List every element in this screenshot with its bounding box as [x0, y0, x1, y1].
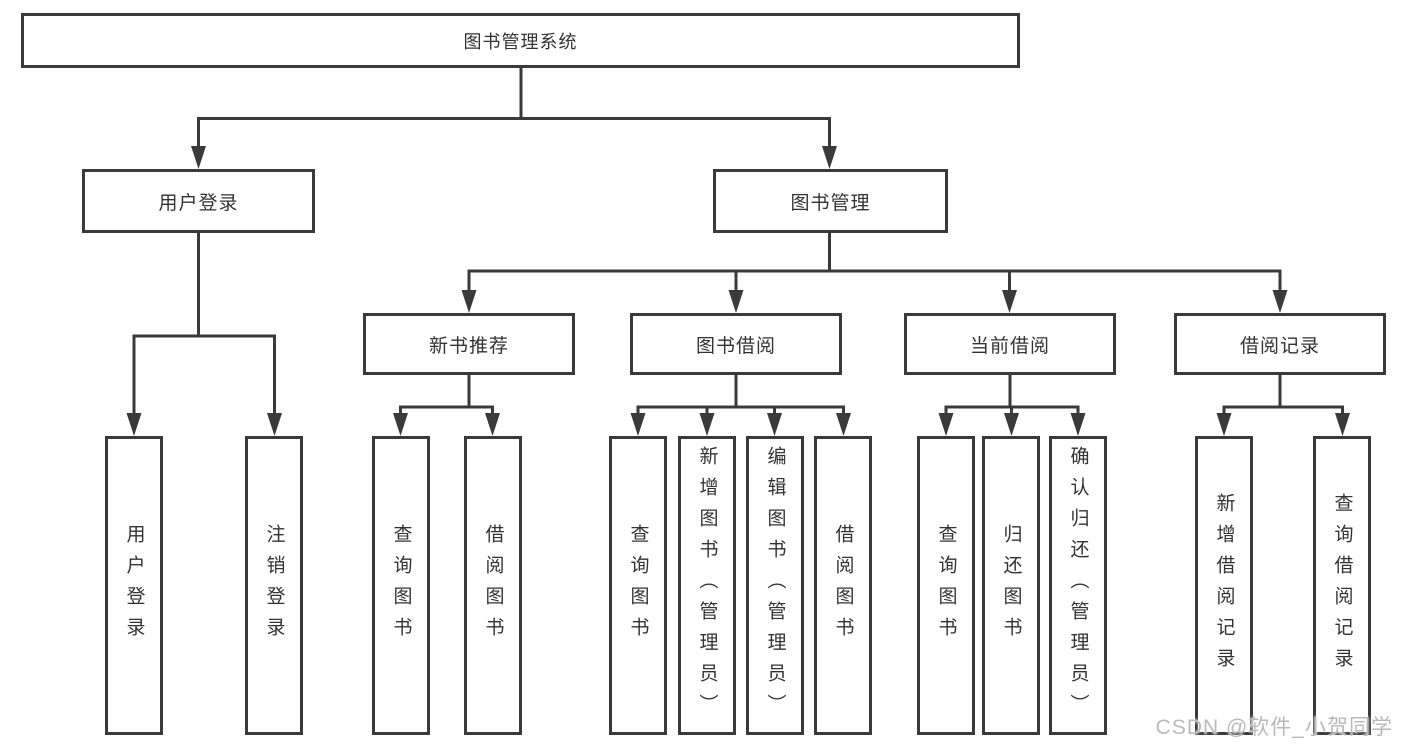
connector-new-book	[399, 375, 494, 420]
node-user-login: 用户登录	[82, 169, 315, 233]
node-label: 新书推荐	[428, 335, 509, 357]
arrow-down-icon	[767, 413, 782, 436]
arrow-down-icon	[836, 413, 851, 436]
node-label: 用户登录	[123, 523, 145, 648]
node-borrowing-records: 借阅记录	[1174, 313, 1386, 375]
node-label: 新增借阅记录	[1213, 492, 1235, 679]
leaf-confirm-return-admin: 确认归还（管理员）	[1049, 436, 1107, 735]
arrow-down-icon	[630, 413, 646, 436]
arrow-down-icon	[822, 146, 837, 169]
node-label: 归还图书	[1000, 523, 1022, 648]
arrow-down-icon	[485, 413, 500, 436]
connector-book-borrowing	[636, 375, 845, 420]
node-book-borrowing: 图书借阅	[630, 313, 842, 375]
node-label: 查询图书	[935, 523, 957, 648]
node-label: 查询图书	[627, 523, 649, 648]
node-label: 图书借阅	[695, 335, 776, 357]
node-label: 注销登录	[263, 523, 285, 648]
node-label: 查询借阅记录	[1331, 492, 1353, 679]
node-book-management: 图书管理	[713, 169, 948, 233]
node-label: 借阅记录	[1239, 335, 1320, 357]
arrow-down-icon	[461, 290, 477, 313]
node-label: 确认归还（管理员）	[1067, 446, 1089, 725]
leaf-return-books: 归还图书	[982, 436, 1040, 735]
arrow-down-icon	[728, 290, 744, 313]
csdn-watermark: CSDN @软件_小贺同学	[1155, 716, 1393, 739]
node-label: 借阅图书	[482, 523, 504, 648]
arrowheads	[126, 146, 1350, 436]
arrow-down-icon	[938, 413, 954, 436]
leaf-query-borrow-record: 查询借阅记录	[1313, 436, 1371, 735]
leaf-add-book-admin: 新增图书（管理员）	[678, 436, 736, 735]
node-new-book-recommendation: 新书推荐	[363, 313, 575, 375]
node-label: 查询图书	[390, 523, 412, 648]
node-current-borrowing: 当前借阅	[904, 313, 1116, 375]
leaf-borrow-books: 借阅图书	[814, 436, 872, 735]
arrow-down-icon	[1272, 290, 1288, 313]
node-label: 编辑图书（管理员）	[764, 446, 786, 725]
node-label: 新增图书（管理员）	[696, 446, 718, 725]
node-label: 借阅图书	[832, 523, 854, 648]
node-label: 图书管理系统	[463, 31, 578, 52]
leaf-user-login: 用户登录	[105, 436, 163, 735]
arrow-down-icon	[1216, 413, 1232, 436]
leaf-query-books-current: 查询图书	[917, 436, 975, 735]
node-label: 用户登录	[158, 192, 239, 214]
connector-book-management-bus	[467, 233, 1282, 295]
node-label: 当前借阅	[969, 335, 1050, 357]
leaf-query-books-recommend: 查询图书	[372, 436, 430, 735]
leaf-add-borrow-record: 新增借阅记录	[1195, 436, 1253, 735]
arrow-down-icon	[699, 413, 715, 436]
leaf-borrow-books-recommend: 借阅图书	[464, 436, 522, 735]
node-library-management-system: 图书管理系统	[21, 13, 1020, 68]
connector-current-borrowing	[944, 375, 1080, 420]
connector-root	[197, 68, 831, 150]
node-label: 图书管理	[790, 192, 871, 214]
leaf-logout: 注销登录	[245, 436, 303, 735]
leaf-edit-book-admin: 编辑图书（管理员）	[746, 436, 804, 735]
arrow-down-icon	[1070, 413, 1086, 436]
arrow-down-icon	[126, 413, 142, 436]
arrow-down-icon	[1002, 290, 1017, 313]
connector-user-login	[132, 233, 276, 418]
connector-borrowing-records	[1222, 375, 1344, 420]
leaf-query-books-borrowing: 查询图书	[609, 436, 667, 735]
arrow-down-icon	[1004, 413, 1019, 436]
arrow-down-icon	[1335, 413, 1350, 436]
arrow-down-icon	[393, 413, 408, 436]
arrow-down-icon	[191, 146, 206, 169]
arrow-down-icon	[267, 413, 282, 436]
